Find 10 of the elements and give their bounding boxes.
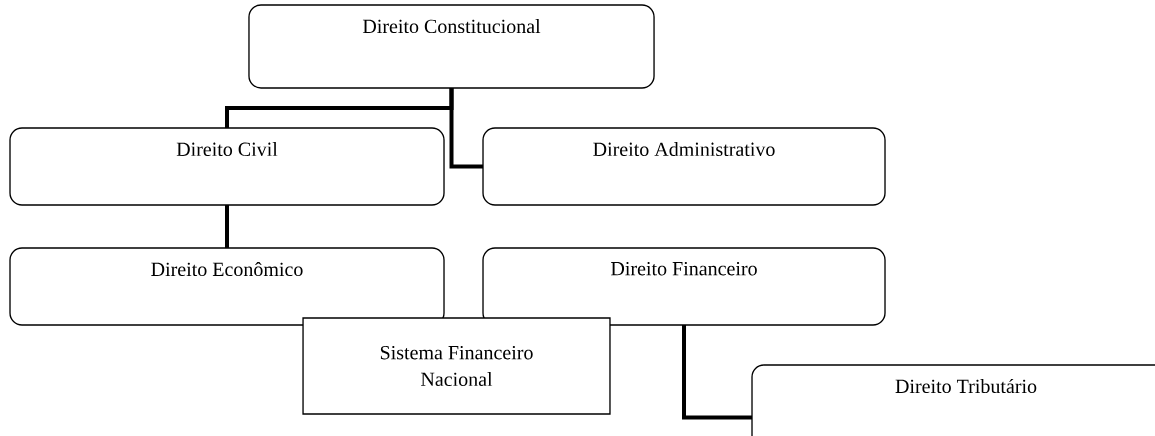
text-box: Sistema Financeiro Nacional: [302, 317, 611, 415]
rounded-box: Direito Financeiro: [482, 247, 886, 326]
connector-line: [449, 87, 483, 169]
connector-line: [682, 325, 752, 420]
rounded-box: Direito Tributário: [751, 364, 1155, 436]
rounded-box: Direito Constitucional: [248, 4, 655, 89]
rounded-box: Direito Administrativo: [482, 127, 886, 206]
rounded-box: Direito Civil: [9, 127, 445, 206]
rounded-box: Direito Econômico: [9, 247, 445, 326]
connector-line: [225, 205, 229, 248]
